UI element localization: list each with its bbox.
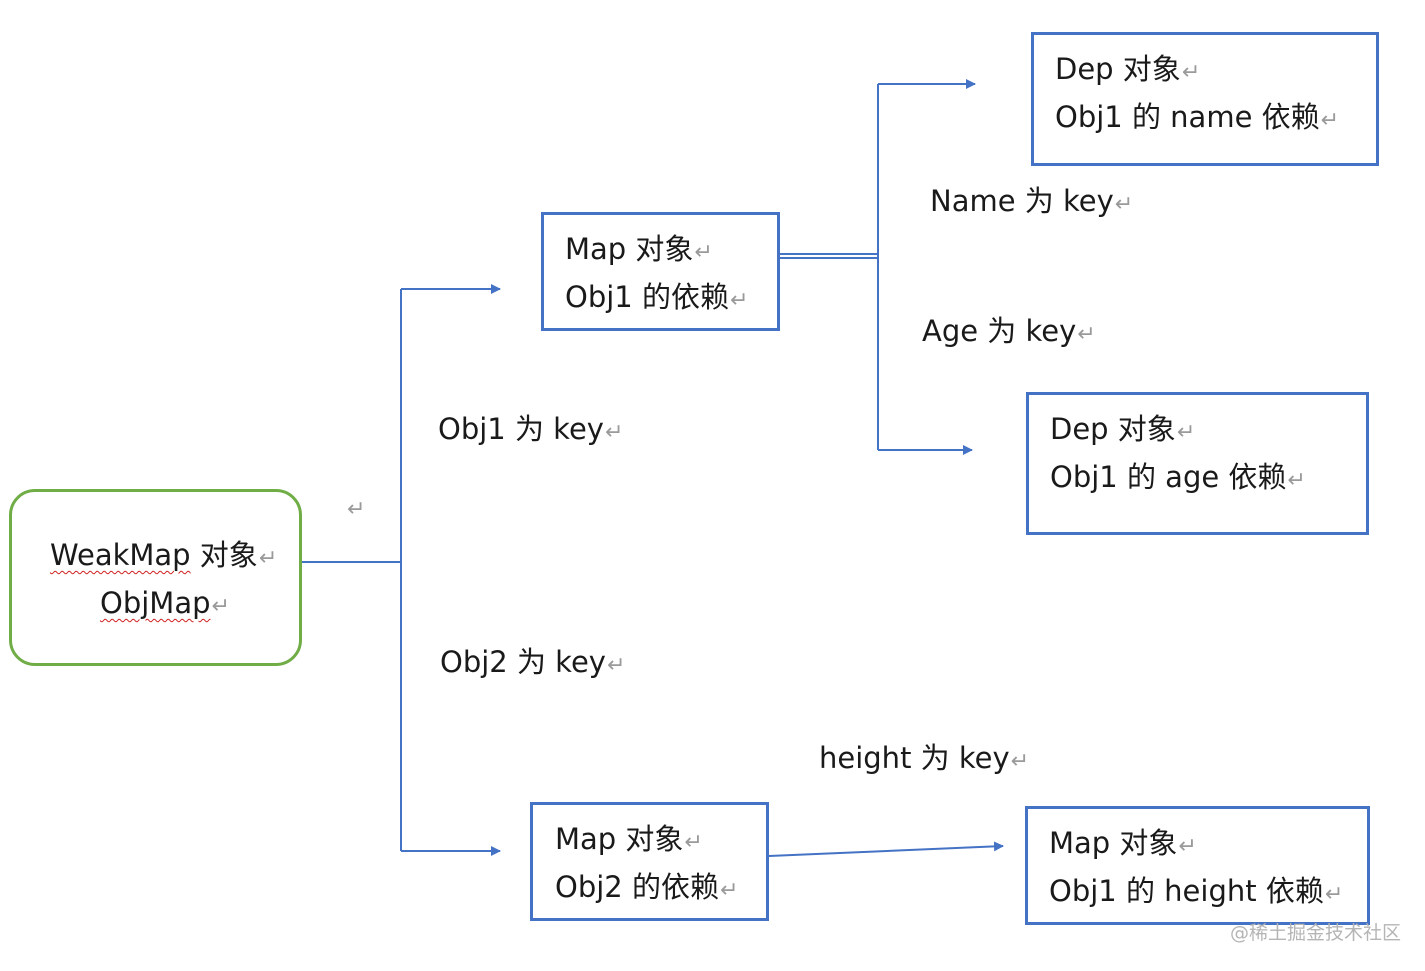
dep-age-title: Dep 对象↵ <box>1050 415 1195 444</box>
map-height-subtitle: Obj1 的 height 依赖↵ <box>1049 877 1343 906</box>
weakmap-node: WeakMap 对象↵ ObjMap↵ <box>9 489 302 666</box>
map-obj2-subtitle-text: Obj2 的依赖 <box>555 870 719 904</box>
dep-name-title-text: Dep 对象 <box>1055 52 1181 86</box>
weakmap-suffix: 对象 <box>190 538 258 572</box>
dep-age-subtitle-text: Obj1 的 age 依赖 <box>1050 460 1287 494</box>
paragraph-mark-icon: ↵ <box>1176 420 1196 445</box>
dep-name-subtitle: Obj1 的 name 依赖↵ <box>1055 103 1339 132</box>
paragraph-mark-icon: ↵ <box>1287 468 1306 493</box>
paragraph-mark-icon: ↵ <box>1114 192 1134 217</box>
paragraph-mark-icon: ↵ <box>694 240 713 265</box>
dep-name-title: Dep 对象↵ <box>1055 55 1200 84</box>
edge-label-name-text: Name 为 key <box>930 184 1114 218</box>
map-height-node: Map 对象↵ Obj1 的 height 依赖↵ <box>1025 806 1370 925</box>
edge-label-obj1: Obj1 为 key↵ <box>438 415 623 444</box>
paragraph-mark-icon: ↵ <box>1077 322 1096 347</box>
dep-name-subtitle-text: Obj1 的 name 依赖 <box>1055 100 1320 134</box>
edge-map-obj2-to-height <box>768 841 1004 857</box>
paragraph-mark-icon: ↵ <box>606 653 626 678</box>
paragraph-mark-icon: ↵ <box>1181 60 1201 85</box>
edge-label-obj2-text: Obj2 为 key <box>440 645 606 679</box>
paragraph-mark-icon: ↵ <box>1320 108 1340 133</box>
edge-label-height: height 为 key↵ <box>819 744 1029 773</box>
map-obj1-title: Map 对象↵ <box>565 235 713 264</box>
paragraph-mark-icon: ↵ <box>684 830 703 855</box>
dep-age-title-text: Dep 对象 <box>1050 412 1176 446</box>
edge-label-name: Name 为 key↵ <box>930 187 1133 216</box>
edge-label-age: Age 为 key↵ <box>922 317 1096 346</box>
paragraph-mark-icon: ↵ <box>211 594 230 619</box>
edge-label-obj2: Obj2 为 key↵ <box>440 648 625 677</box>
edge-label-obj1-text: Obj1 为 key <box>438 412 604 446</box>
map-height-title-text: Map 对象 <box>1049 826 1178 860</box>
paragraph-mark-icon: ↵ <box>258 546 278 571</box>
map-obj2-subtitle: Obj2 的依赖↵ <box>555 873 738 902</box>
weakmap-word: WeakMap <box>50 538 191 572</box>
dep-age-subtitle: Obj1 的 age 依赖↵ <box>1050 463 1306 492</box>
watermark: @稀土掘金技术社区 <box>1229 922 1401 944</box>
map-height-title: Map 对象↵ <box>1049 829 1197 858</box>
map-obj1-node: Map 对象↵ Obj1 的依赖↵ <box>541 212 780 331</box>
map-obj2-title: Map 对象↵ <box>555 825 703 854</box>
weakmap-node-title: WeakMap 对象↵ <box>50 541 277 570</box>
paragraph-mark-icon: ↵ <box>1178 834 1197 859</box>
weakmap-node-subtitle: ObjMap↵ <box>100 589 230 618</box>
dep-name-node: Dep 对象↵ Obj1 的 name 依赖↵ <box>1031 32 1379 166</box>
paragraph-mark-icon: ↵ <box>604 420 624 445</box>
paragraph-mark-icon: ↵ <box>719 878 739 903</box>
paragraph-mark-icon: ↵ <box>729 288 749 313</box>
paragraph-mark-icon: ↵ <box>347 497 366 522</box>
map-obj1-subtitle-text: Obj1 的依赖 <box>565 280 729 314</box>
edge-label-age-text: Age 为 key <box>922 314 1077 348</box>
paragraph-mark-icon: ↵ <box>1010 749 1030 774</box>
map-obj2-title-text: Map 对象 <box>555 822 684 856</box>
objmap-word: ObjMap <box>100 586 211 620</box>
paragraph-mark-icon: ↵ <box>1324 882 1344 907</box>
map-height-subtitle-text: Obj1 的 height 依赖 <box>1049 874 1324 908</box>
dep-age-node: Dep 对象↵ Obj1 的 age 依赖↵ <box>1026 392 1369 535</box>
map-obj1-subtitle: Obj1 的依赖↵ <box>565 283 748 312</box>
map-obj1-title-text: Map 对象 <box>565 232 694 266</box>
edge-label-height-text: height 为 key <box>819 741 1010 775</box>
map-obj2-node: Map 对象↵ Obj2 的依赖↵ <box>530 802 769 921</box>
